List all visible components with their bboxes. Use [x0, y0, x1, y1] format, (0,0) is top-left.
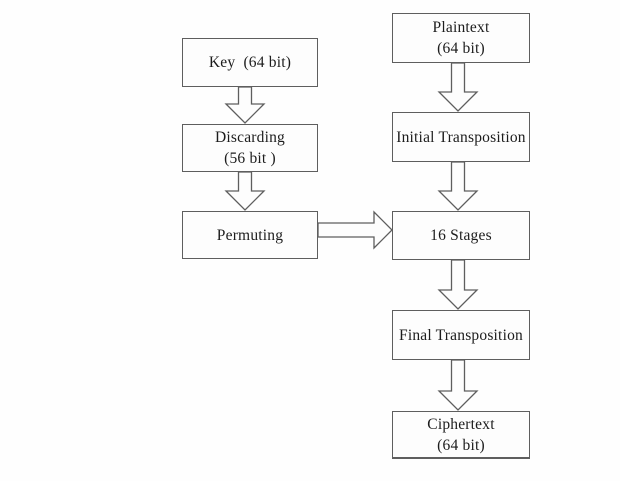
- arrow-16-stages-to-final-transposition: [437, 259, 479, 310]
- node-initial-transposition: Initial Transposition: [392, 112, 530, 162]
- arrow-discarding-to-permuting: [224, 171, 266, 211]
- node-discarding-label: Discarding (56 bit ): [214, 129, 285, 167]
- node-permuting-label: Permuting: [216, 226, 284, 244]
- node-final-transposition-label: Final Transposition: [399, 326, 523, 344]
- node-plaintext: Plaintext (64 bit): [392, 13, 530, 63]
- arrow-plaintext-to-initial-transposition: [437, 62, 479, 112]
- node-discarding: Discarding (56 bit ): [182, 124, 318, 172]
- node-ciphertext: Ciphertext (64 bit): [392, 411, 530, 459]
- node-initial-transposition-label: Initial Transposition: [396, 128, 526, 146]
- node-final-transposition: Final Transposition: [392, 310, 530, 360]
- arrow-initial-transposition-to-16-stages: [437, 161, 479, 211]
- node-key-label: Key (64 bit): [208, 54, 292, 71]
- node-key: Key (64 bit): [182, 38, 318, 87]
- node-plaintext-label: Plaintext (64 bit): [432, 19, 490, 57]
- node-16-stages: 16 Stages: [392, 211, 530, 260]
- node-ciphertext-label: Ciphertext (64 bit): [427, 415, 495, 454]
- arrow-permuting-to-16-stages: [317, 210, 393, 250]
- arrow-key-to-discarding: [224, 86, 266, 124]
- arrow-final-transposition-to-ciphertext: [437, 359, 479, 411]
- node-permuting: Permuting: [182, 211, 318, 259]
- node-16-stages-label: 16 Stages: [430, 227, 492, 244]
